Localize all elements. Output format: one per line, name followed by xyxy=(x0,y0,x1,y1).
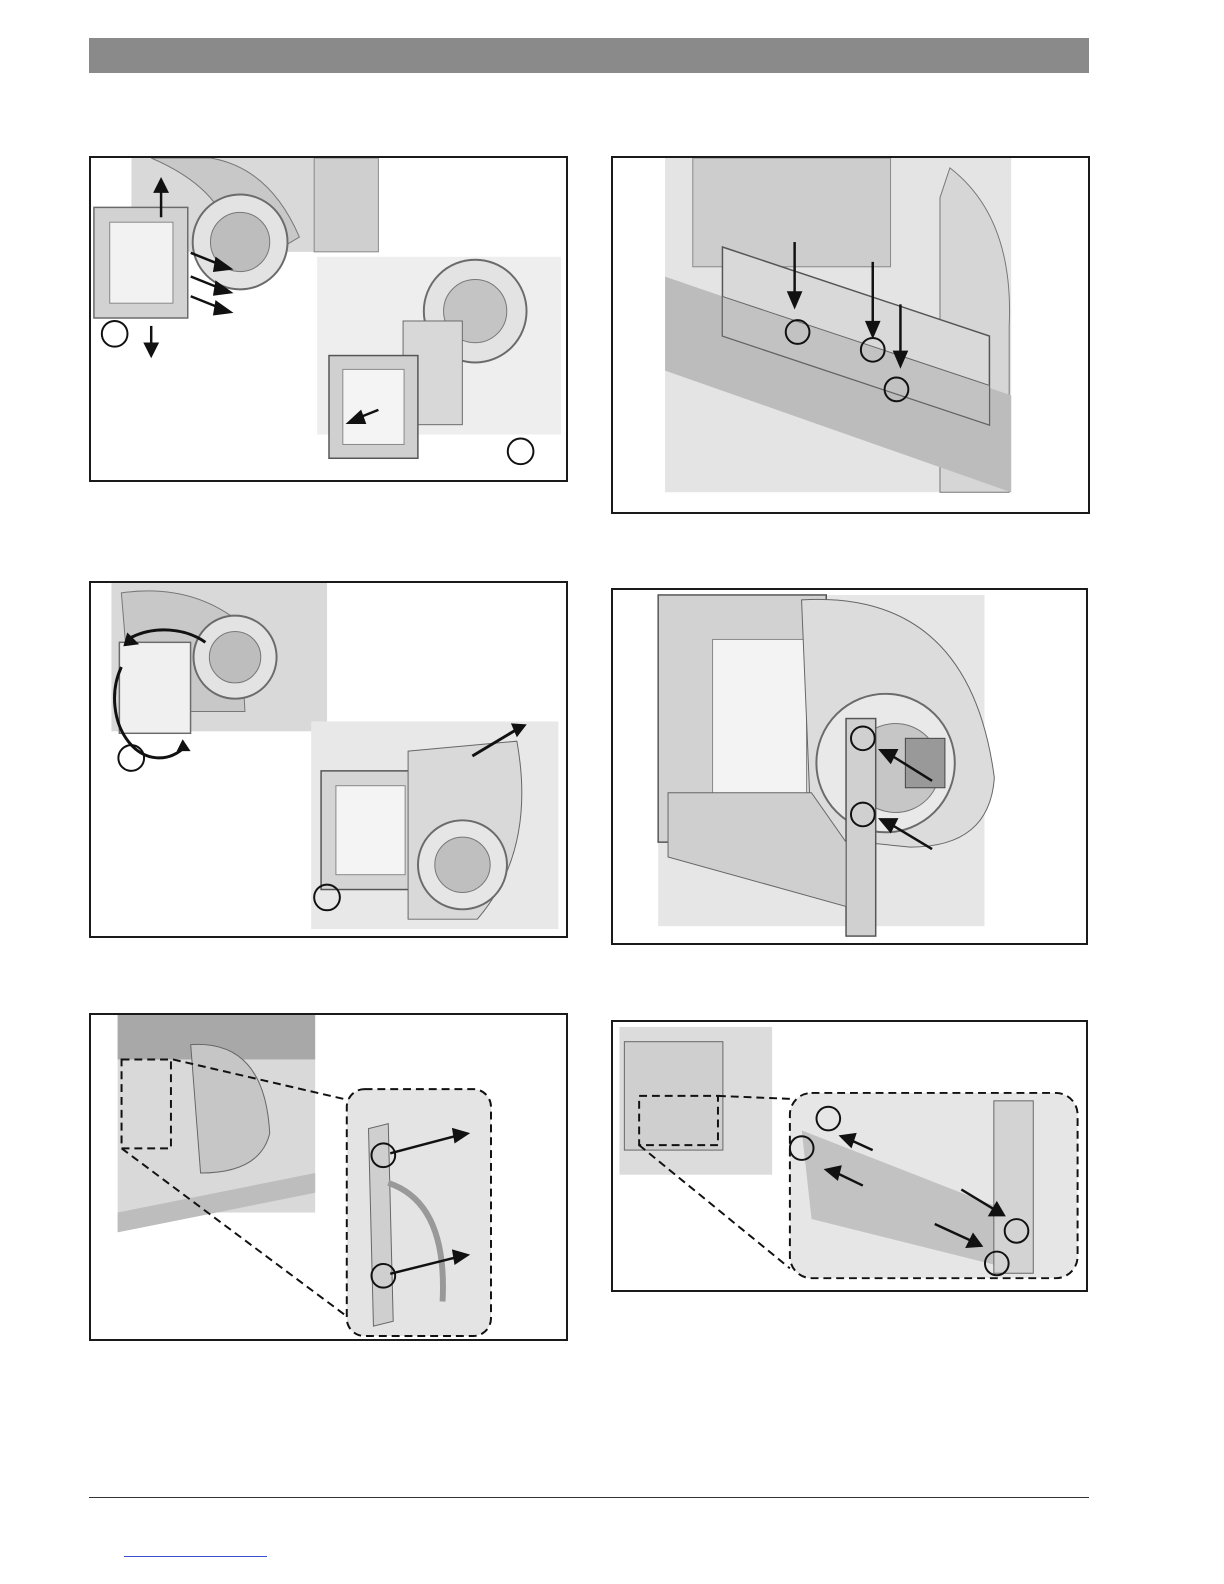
footer-link-underline[interactable] xyxy=(124,1556,267,1557)
header-bar xyxy=(89,38,1089,73)
figure-panel-1 xyxy=(89,156,568,482)
illustration-motor-bracket xyxy=(613,590,1086,943)
callout-circle-a xyxy=(102,321,128,347)
figure-panel-5 xyxy=(89,1013,568,1341)
callout-circle-b xyxy=(508,439,534,465)
footer-rule xyxy=(89,1497,1089,1498)
illustration-blower-inlet-duct xyxy=(91,158,566,480)
figure-panel-2 xyxy=(611,156,1090,514)
figure-panel-4 xyxy=(611,588,1088,945)
illustration-bracket-detail xyxy=(91,1015,566,1339)
figure-panel-3 xyxy=(89,581,568,938)
illustration-base-channel-detail xyxy=(613,1022,1086,1290)
figure-panel-6 xyxy=(611,1020,1088,1292)
illustration-support-channel xyxy=(613,158,1088,512)
illustration-blower-rotate-slide xyxy=(91,583,566,936)
